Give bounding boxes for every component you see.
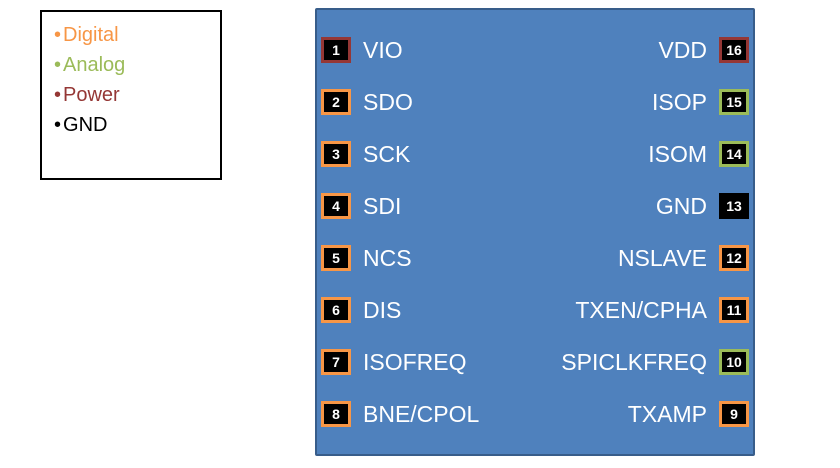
pin-label: GND [655,192,707,219]
legend-item-gnd: • GND [54,110,220,140]
pin-label: ISOP [652,88,707,115]
pin-sck: 3 SCK [321,141,410,167]
pin-number: 7 [332,354,340,370]
pin-number-badge: 6 [321,297,351,323]
pin-label: SPICLKFREQ [561,348,707,375]
pin-number-badge: 16 [719,37,749,63]
legend-label: Digital [63,24,119,46]
pin-number-badge: 7 [321,349,351,375]
pin-isofreq: 7 ISOFREQ [321,349,467,375]
pin-label: DIS [363,296,402,323]
pin-sdo: 2 SDO [321,89,413,115]
pin-number: 9 [730,406,738,422]
pin-isop: ISOP 15 [652,89,749,115]
legend-item-analog: • Analog [54,50,220,80]
legend-label: Power [63,84,120,106]
pin-spiclkfreq: SPICLKFREQ 10 [561,349,749,375]
pin-row: 3 SCK ISOM 14 [321,128,749,180]
pin-label: ISOM [648,140,707,167]
pin-row: 4 SDI GND 13 [321,180,749,232]
pin-number-badge: 4 [321,193,351,219]
pin-vdd: VDD 16 [658,37,749,63]
pin-ncs: 5 NCS [321,245,412,271]
pin-label: TXAMP [627,400,707,427]
bullet-icon: • [54,54,62,76]
bullet-icon: • [54,84,62,106]
legend: • Digital • Analog • Power • GND [40,10,222,180]
pin-number: 6 [332,302,340,318]
pin-number-badge: 14 [719,141,749,167]
pin-label: VIO [363,36,403,63]
pin-number: 12 [726,250,742,266]
pin-number: 10 [726,354,742,370]
pin-number: 15 [726,94,742,110]
pin-label: SDI [363,192,402,219]
legend-item-digital: • Digital [54,20,220,50]
pin-isom: ISOM 14 [648,141,749,167]
pin-gnd: GND 13 [656,193,749,219]
legend-label: GND [63,114,108,136]
pin-row: 8 BNE/CPOL TXAMP 9 [321,388,749,440]
pin-nslave: NSLAVE 12 [618,245,749,271]
pin-label: SCK [363,140,411,167]
pin-label: ISOFREQ [363,348,467,375]
pin-dis: 6 DIS [321,297,401,323]
pin-txamp: TXAMP 9 [628,401,749,427]
pin-number-badge: 9 [719,401,749,427]
pin-number: 5 [332,250,340,266]
pin-label: SDO [363,88,413,115]
pin-label: VDD [658,36,707,63]
pin-number: 4 [332,198,340,214]
pin-number-badge: 12 [719,245,749,271]
pin-sdi: 4 SDI [321,193,401,219]
pin-label: NCS [363,244,412,271]
pin-number-badge: 8 [321,401,351,427]
pin-row: 7 ISOFREQ SPICLKFREQ 10 [321,336,749,388]
pin-number: 1 [332,42,340,58]
pin-txen-cpha: TXEN/CPHA 11 [575,297,749,323]
pin-number-badge: 15 [719,89,749,115]
pin-number: 14 [726,146,742,162]
bullet-icon: • [54,24,62,46]
pin-number: 8 [332,406,340,422]
pin-number-badge: 10 [719,349,749,375]
pin-number-badge: 2 [321,89,351,115]
pin-number-badge: 3 [321,141,351,167]
pin-number-badge: 13 [719,193,749,219]
pin-label: BNE/CPOL [363,400,480,427]
pin-row: 2 SDO ISOP 15 [321,76,749,128]
pin-label: NSLAVE [617,244,707,271]
chip-body: 1 VIO VDD 16 2 SDO ISOP 15 3 SCK [315,8,755,456]
pin-number: 11 [726,302,742,318]
pin-number: 13 [726,198,742,214]
pin-row: 6 DIS TXEN/CPHA 11 [321,284,749,336]
pin-vio: 1 VIO [321,37,403,63]
pin-number: 16 [726,42,742,58]
pin-number: 2 [332,94,340,110]
legend-label: Analog [63,54,126,76]
bullet-icon: • [54,114,62,136]
pin-label: TXEN/CPHA [575,296,707,323]
pin-row: 1 VIO VDD 16 [321,24,749,76]
legend-item-power: • Power [54,80,220,110]
pin-number-badge: 11 [719,297,749,323]
pin-number-badge: 5 [321,245,351,271]
pin-row: 5 NCS NSLAVE 12 [321,232,749,284]
pin-number: 3 [332,146,340,162]
pin-bne-cpol: 8 BNE/CPOL [321,401,479,427]
pin-number-badge: 1 [321,37,351,63]
